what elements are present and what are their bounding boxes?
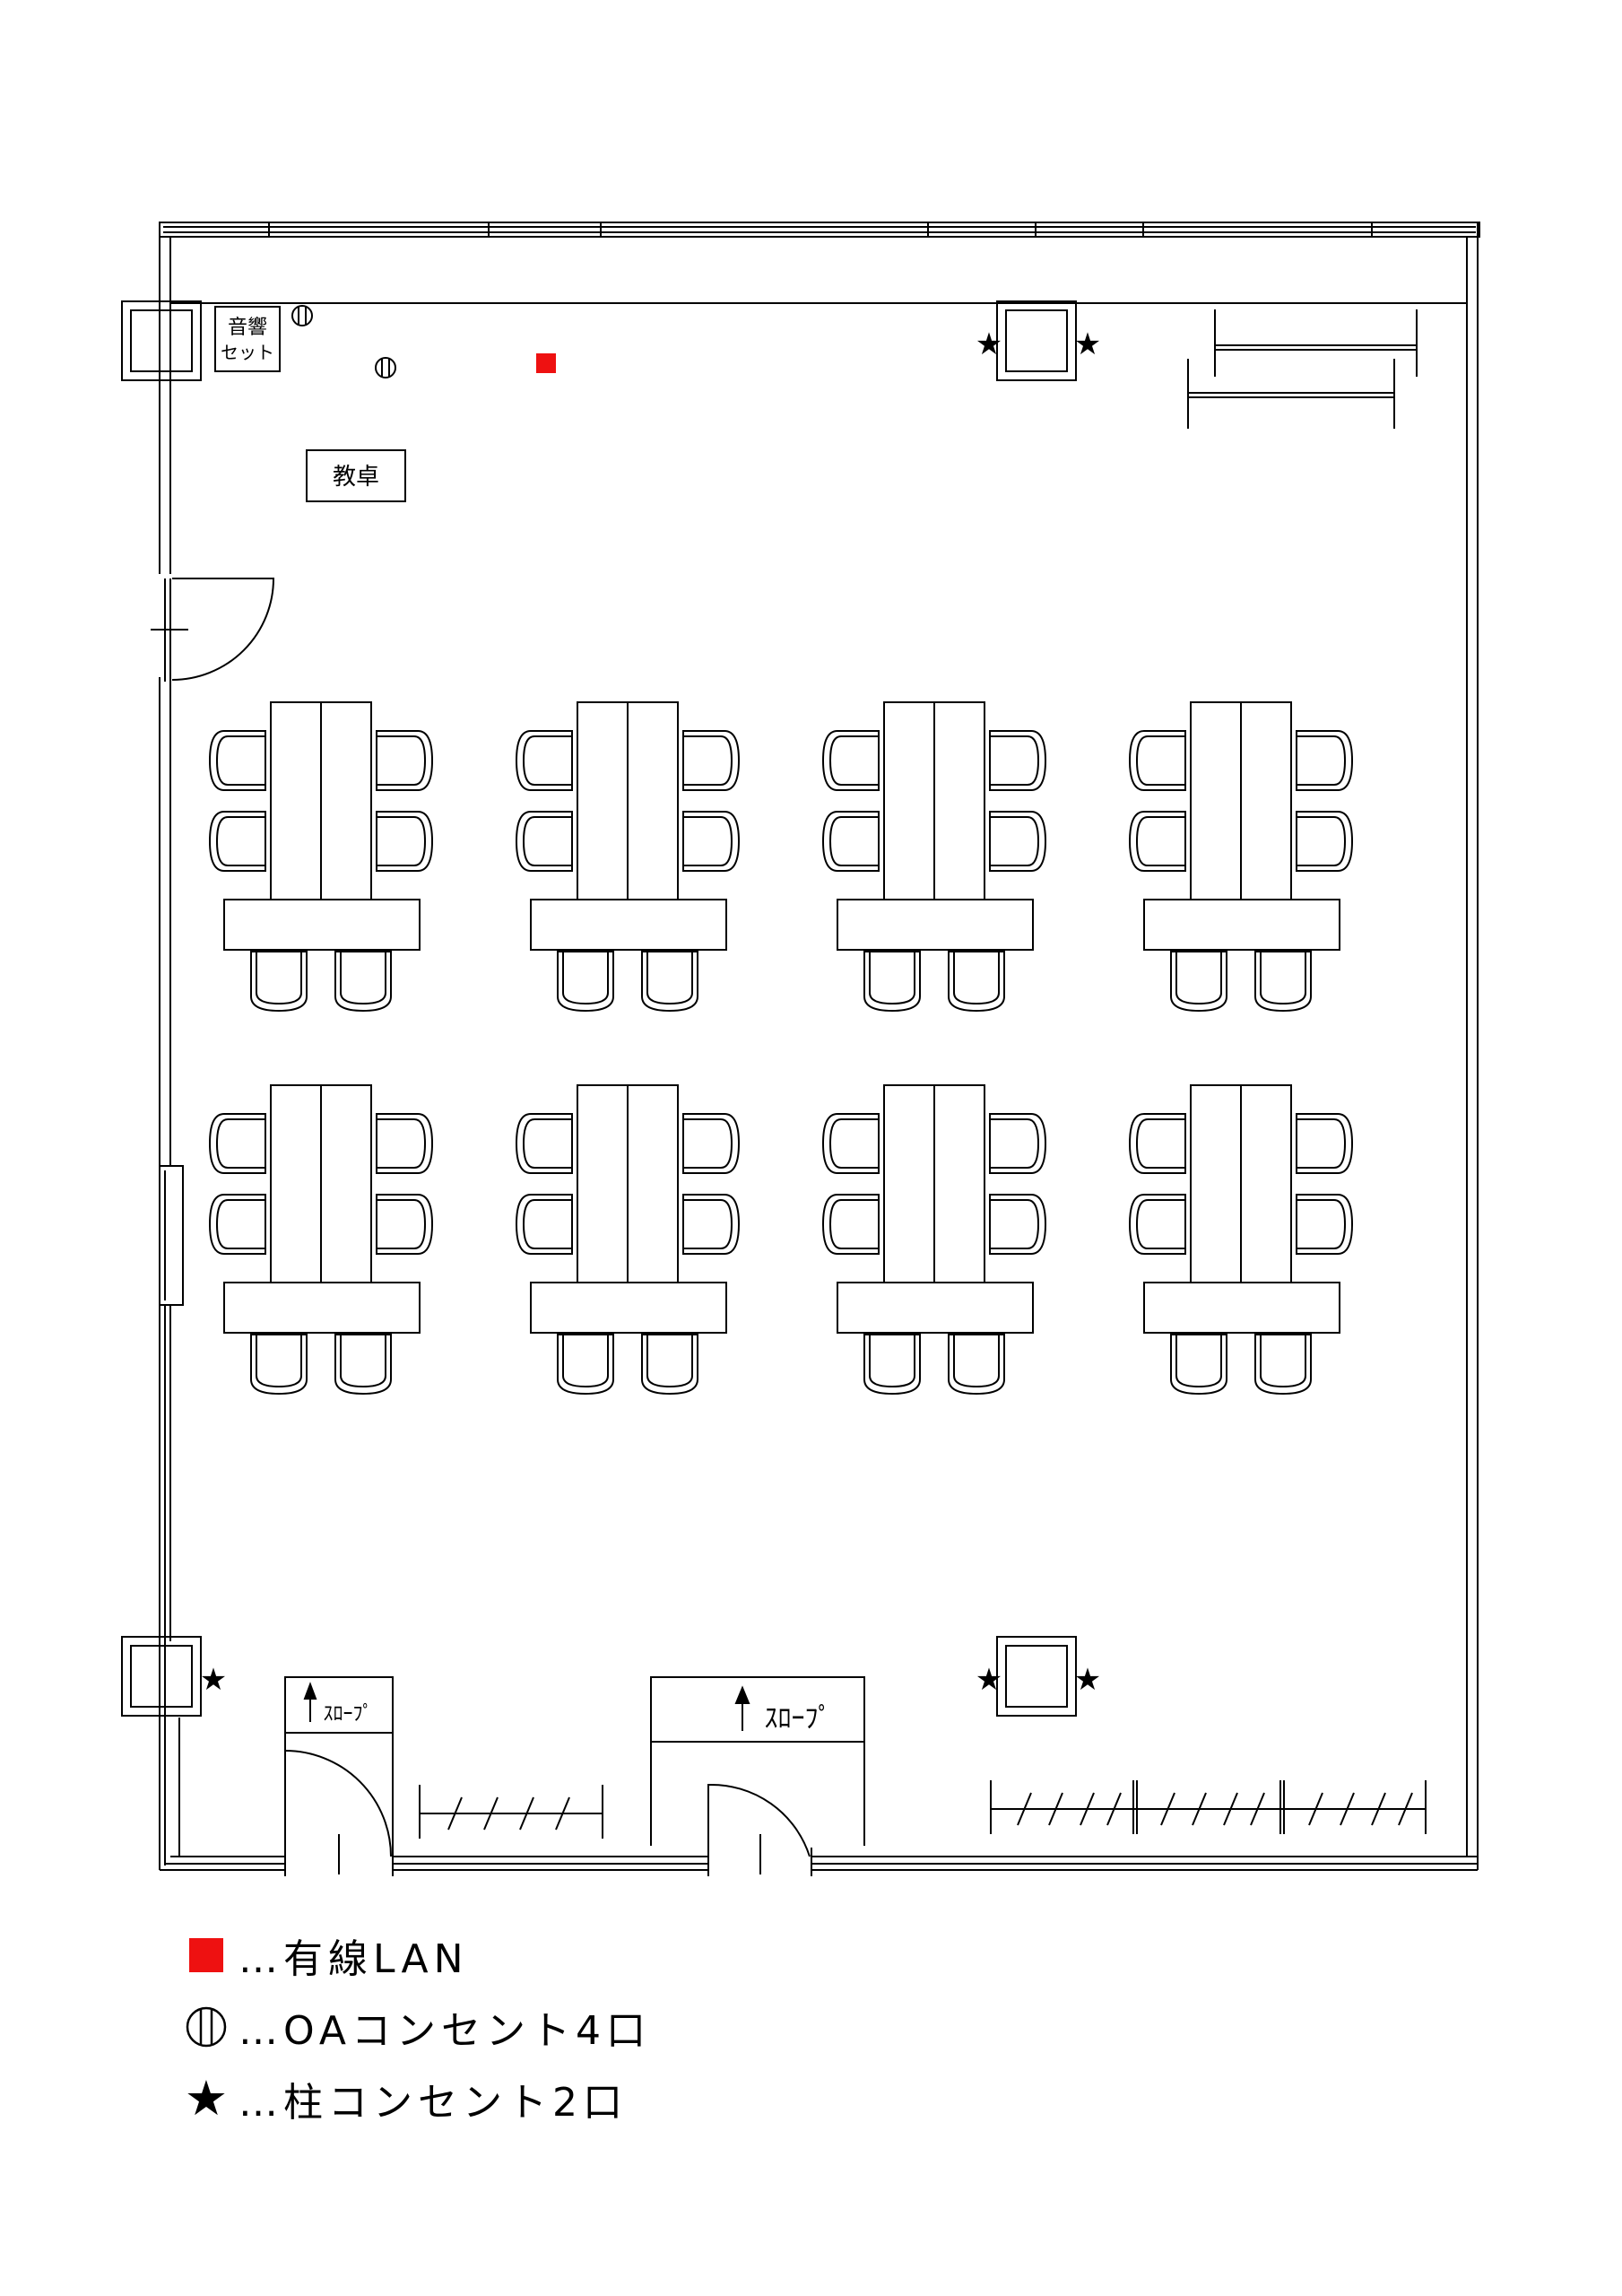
desk-cluster bbox=[1128, 1084, 1354, 1396]
pillar-bottom-center bbox=[996, 1636, 1077, 1717]
oa-outlet-icon bbox=[179, 2000, 233, 2054]
slope-door-left bbox=[284, 1676, 394, 1874]
podium-label: 教卓 bbox=[333, 464, 379, 491]
legend-text-pillar: …柱コンセント2口 bbox=[239, 2080, 628, 2126]
slope-label-right: ｽﾛｰﾌﾟ bbox=[765, 1703, 832, 1735]
desk-cluster bbox=[1128, 701, 1354, 1013]
desk-cluster bbox=[821, 1084, 1047, 1396]
pillar-outlet-star-icon: ★ bbox=[200, 1662, 227, 1698]
oa-outlet-icon bbox=[291, 305, 313, 326]
desk-cluster bbox=[515, 701, 741, 1013]
desk-cluster bbox=[208, 1084, 434, 1396]
left-wall bbox=[159, 222, 184, 1870]
desk-cluster bbox=[515, 1084, 741, 1396]
desk-cluster bbox=[208, 701, 434, 1013]
pillar-bottom-left bbox=[121, 1636, 202, 1717]
bottom-right-partition bbox=[990, 1780, 1427, 1834]
legend-item-oa: …OAコンセント4口 bbox=[179, 1991, 651, 2063]
pillar-outlet-star-icon: ★ bbox=[976, 326, 1002, 362]
lan-square-icon bbox=[536, 353, 556, 373]
pillar-top-left bbox=[121, 300, 202, 381]
slope-door-right bbox=[650, 1676, 865, 1874]
pillar-outlet-star-icon: ★ bbox=[184, 2070, 229, 2126]
top-window-wall bbox=[159, 222, 1480, 238]
audio-set-box bbox=[214, 306, 281, 372]
podium-box bbox=[306, 449, 406, 502]
pillar-outlet-star-icon: ★ bbox=[1074, 1662, 1101, 1698]
bottom-wall bbox=[160, 1848, 1478, 1876]
oa-outlet-icon bbox=[375, 357, 396, 378]
pillar-outlet-star-icon: ★ bbox=[1074, 326, 1101, 362]
legend-text-lan: …有線LAN bbox=[239, 1936, 469, 1982]
legend-text-oa: …OAコンセント4口 bbox=[239, 2008, 651, 2054]
floor-plan: ★ ★ ★ ★ ★ 音響 セット 教卓 ｽﾛｰﾌﾟ ｽﾛｰﾌﾟ bbox=[121, 222, 1480, 1876]
audio-set-label-line1: 音響 bbox=[228, 317, 267, 339]
desk-cluster bbox=[821, 701, 1047, 1013]
pillar-top-center bbox=[996, 300, 1077, 381]
pillar-outlet-star-icon: ★ bbox=[976, 1662, 1002, 1698]
left-swing-door bbox=[151, 578, 275, 682]
legend-item-pillar: ★ …柱コンセント2口 bbox=[179, 2063, 651, 2135]
lan-square-icon bbox=[179, 1928, 233, 1982]
legend-item-lan: …有線LAN bbox=[179, 1919, 651, 1991]
slope-label-left: ｽﾛｰﾌﾟ bbox=[323, 1703, 372, 1726]
bottom-left-partition bbox=[419, 1785, 603, 1839]
audio-set-label-line2: セット bbox=[221, 342, 274, 363]
top-right-partition bbox=[1187, 309, 1418, 429]
legend: …有線LAN …OAコンセント4口 ★ …柱コンセント2口 bbox=[179, 1919, 651, 2135]
desk-clusters bbox=[208, 701, 1354, 1396]
